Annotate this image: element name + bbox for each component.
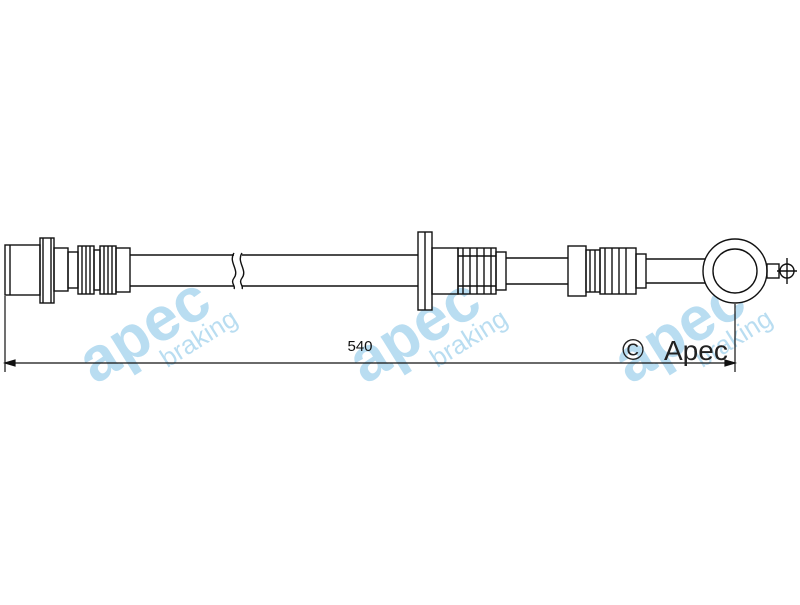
dimension-arrow-right <box>724 359 738 367</box>
hose-section-left <box>130 252 418 290</box>
banjo-fitting <box>702 238 797 304</box>
left-end-fitting <box>4 237 131 304</box>
hose-section-middle <box>506 257 568 285</box>
hose-assembly <box>4 231 797 311</box>
dimension-arrow-left <box>2 359 16 367</box>
right-crimp-fitting <box>567 245 647 297</box>
brand-name: Apec <box>664 335 728 366</box>
hose-section-right <box>646 258 712 284</box>
watermark-logo-left: apec braking <box>66 263 243 396</box>
dimension <box>2 296 738 372</box>
copyright-mark: © Apec <box>622 334 728 367</box>
dimension-label: 540 <box>347 338 372 355</box>
middle-bracket-fitting <box>417 231 507 311</box>
copyright-symbol: © <box>622 334 644 367</box>
